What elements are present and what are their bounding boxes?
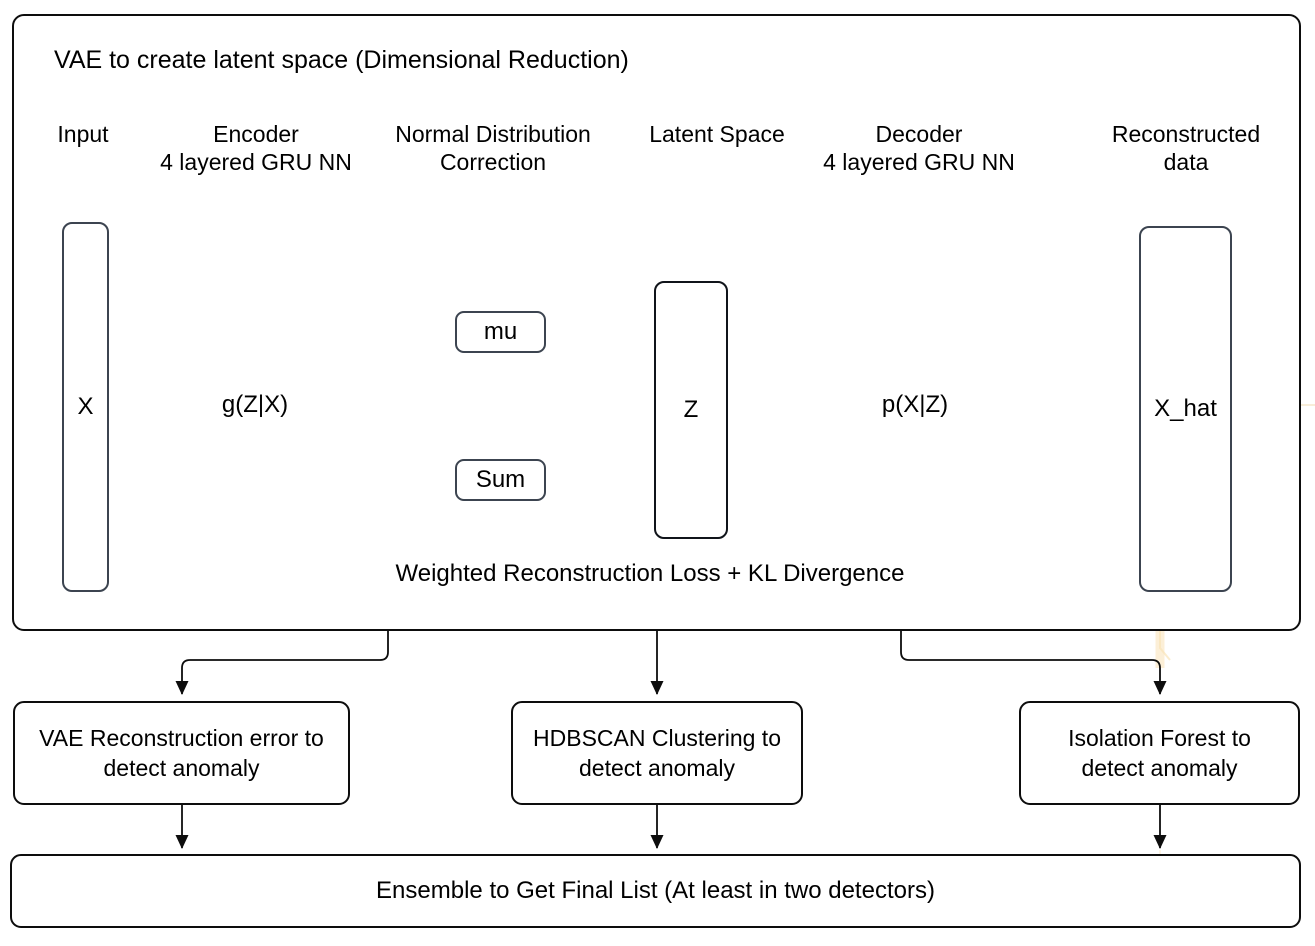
edge-branch-to-vae-reconstruction <box>175 631 389 695</box>
mu-chip-label: mu <box>483 318 518 345</box>
column-label-reconstructed-data: Reconstructed data <box>1111 121 1261 176</box>
sum-chip-label: Sum <box>475 466 526 493</box>
edge-branch-to-isolation-forest <box>900 631 1167 695</box>
input-bar[interactable]: X <box>62 222 109 592</box>
detector-label-isolation-forest: Isolation Forest to detect anomaly <box>1068 724 1251 781</box>
page-title: VAE to create latent space (Dimensional … <box>54 46 629 74</box>
encoder-trapezoid[interactable]: g(Z|X) <box>180 388 330 422</box>
detector-box-hdbscan-clustering[interactable]: HDBSCAN Clustering to detect anomaly <box>511 701 803 805</box>
detector-box-isolation-forest[interactable]: Isolation Forest to detect anomaly <box>1019 701 1300 805</box>
column-label-latent-space: Latent Space <box>649 121 785 147</box>
mu-chip[interactable]: mu <box>455 311 546 353</box>
latent-space-label: Z <box>683 396 699 423</box>
sum-chip[interactable]: Sum <box>455 459 546 501</box>
ensemble-label: Ensemble to Get Final List (At least in … <box>376 877 935 904</box>
encoder-label: g(Z|X) <box>221 391 289 418</box>
column-label-input: Input <box>57 121 109 147</box>
reconstructed-bar-label: X_hat <box>1154 395 1217 422</box>
decoder-label: p(X|Z) <box>881 391 949 418</box>
decoder-trapezoid[interactable]: p(X|Z) <box>840 388 990 422</box>
detector-box-vae-reconstruction-error[interactable]: VAE Reconstruction error to detect anoma… <box>13 701 350 805</box>
column-label-encoder: Encoder 4 layered GRU NN <box>160 121 352 176</box>
column-label-decoder: Decoder 4 layered GRU NN <box>823 121 1015 176</box>
column-label-normal-distribution-correction: Normal Distribution Correction <box>395 121 591 176</box>
ensemble-box[interactable]: Ensemble to Get Final List (At least in … <box>10 854 1301 928</box>
detector-label-vae-reconstruction-error: VAE Reconstruction error to detect anoma… <box>39 724 324 781</box>
input-bar-label: X <box>77 393 94 420</box>
latent-space-bar[interactable]: Z <box>654 281 728 539</box>
reconstructed-bar[interactable]: X_hat <box>1139 226 1232 592</box>
loss-label: Weighted Reconstruction Loss + KL Diverg… <box>395 560 905 587</box>
detector-label-hdbscan-clustering: HDBSCAN Clustering to detect anomaly <box>533 724 781 781</box>
